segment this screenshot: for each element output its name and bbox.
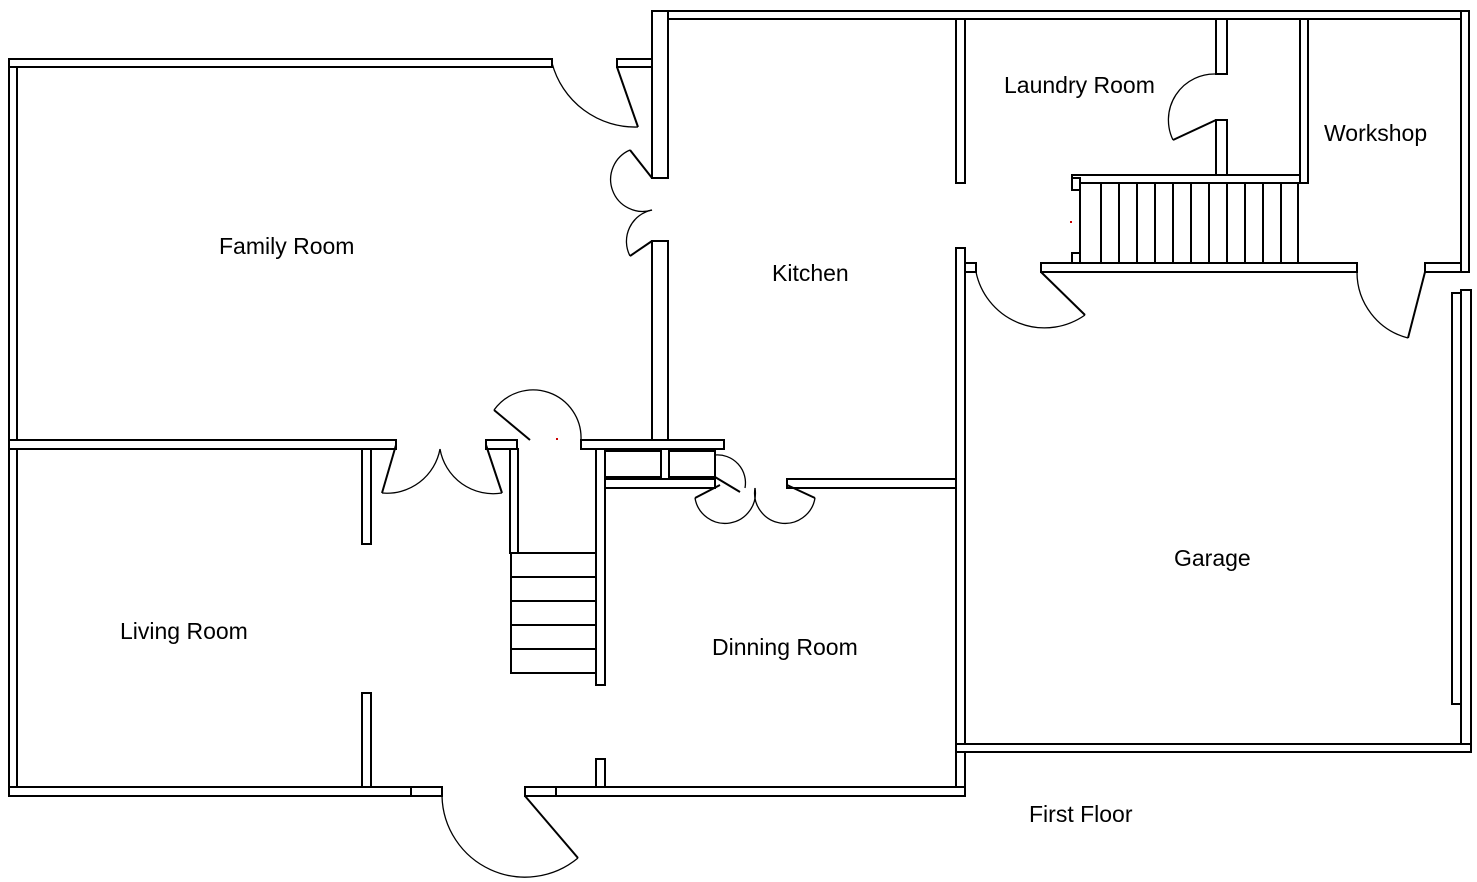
closet-left xyxy=(604,450,662,478)
wall-dining-north-a xyxy=(604,478,716,489)
wall-workshop-west xyxy=(1299,18,1309,184)
stairs-main xyxy=(510,552,597,674)
wall-stair-east xyxy=(595,448,606,686)
door-kitchen-garage xyxy=(975,271,1086,329)
wall-laundry-east-upper xyxy=(1215,18,1228,75)
wall-garage-south xyxy=(955,743,1472,753)
wall-west xyxy=(8,58,18,797)
stair-laundry-outline xyxy=(1079,182,1299,264)
wall-family-kitchen-lower xyxy=(651,240,669,443)
wall-living-east-upper xyxy=(361,448,372,545)
label-workshop: Workshop xyxy=(1324,120,1427,146)
door-stair-hall xyxy=(493,389,582,441)
wall-family-kitchen-upper xyxy=(651,10,669,179)
wall-east-upper xyxy=(1460,10,1470,273)
wall-east-inner xyxy=(1451,292,1462,705)
wall-laundry-east-lower xyxy=(1215,119,1228,176)
newel-bottom xyxy=(1071,252,1081,264)
wall-dining-north-b xyxy=(786,478,958,489)
wall-family-south-a xyxy=(8,439,397,450)
stair-main-outline xyxy=(510,552,597,674)
wall-south-door-jamb-a xyxy=(410,786,443,797)
wall-living-east-lower xyxy=(361,692,372,797)
wall-family-south-b xyxy=(485,439,518,450)
wall-laundry-south xyxy=(1071,174,1309,184)
walls xyxy=(8,10,1472,797)
wall-south-east xyxy=(555,786,966,797)
drawing-mark xyxy=(1070,221,1072,223)
wall-south-west xyxy=(8,786,412,797)
label-family-room: Family Room xyxy=(219,233,354,259)
door-family-kitchen-double xyxy=(609,149,653,257)
label-garage: Garage xyxy=(1174,545,1251,571)
door-family-living-double xyxy=(381,444,503,495)
stairs-laundry xyxy=(1079,182,1299,264)
door-laundry xyxy=(1167,73,1217,141)
label-laundry-room: Laundry Room xyxy=(1004,72,1155,98)
wall-kitchen-east-lower xyxy=(955,247,966,797)
drawing-mark xyxy=(556,438,558,440)
wall-family-north xyxy=(8,58,553,68)
doors xyxy=(381,62,1426,878)
wall-east-garage xyxy=(1460,289,1472,753)
wall-garage-north-b xyxy=(1040,262,1358,273)
closet-right xyxy=(668,450,716,478)
plan-caption: First Floor xyxy=(1029,801,1133,827)
newel-top xyxy=(1071,177,1081,191)
wall-north-main xyxy=(651,10,1470,20)
wall-kitchen-east-upper xyxy=(955,18,966,184)
door-family-northeast xyxy=(551,62,639,128)
wall-south-door-jamb-b xyxy=(524,786,557,797)
door-front-entry xyxy=(441,795,579,878)
label-living-room: Living Room xyxy=(120,618,248,644)
room-labels: Family Room Kitchen Laundry Room Worksho… xyxy=(120,72,1427,827)
wall-stair-west xyxy=(509,448,519,554)
wall-family-south-c xyxy=(580,439,725,450)
door-kitchen-dining-double xyxy=(694,454,816,525)
label-dinning-room: Dinning Room xyxy=(712,634,858,660)
label-kitchen: Kitchen xyxy=(772,260,849,286)
wall-garage-north-a xyxy=(964,262,977,273)
door-workshop-garage xyxy=(1356,271,1426,339)
